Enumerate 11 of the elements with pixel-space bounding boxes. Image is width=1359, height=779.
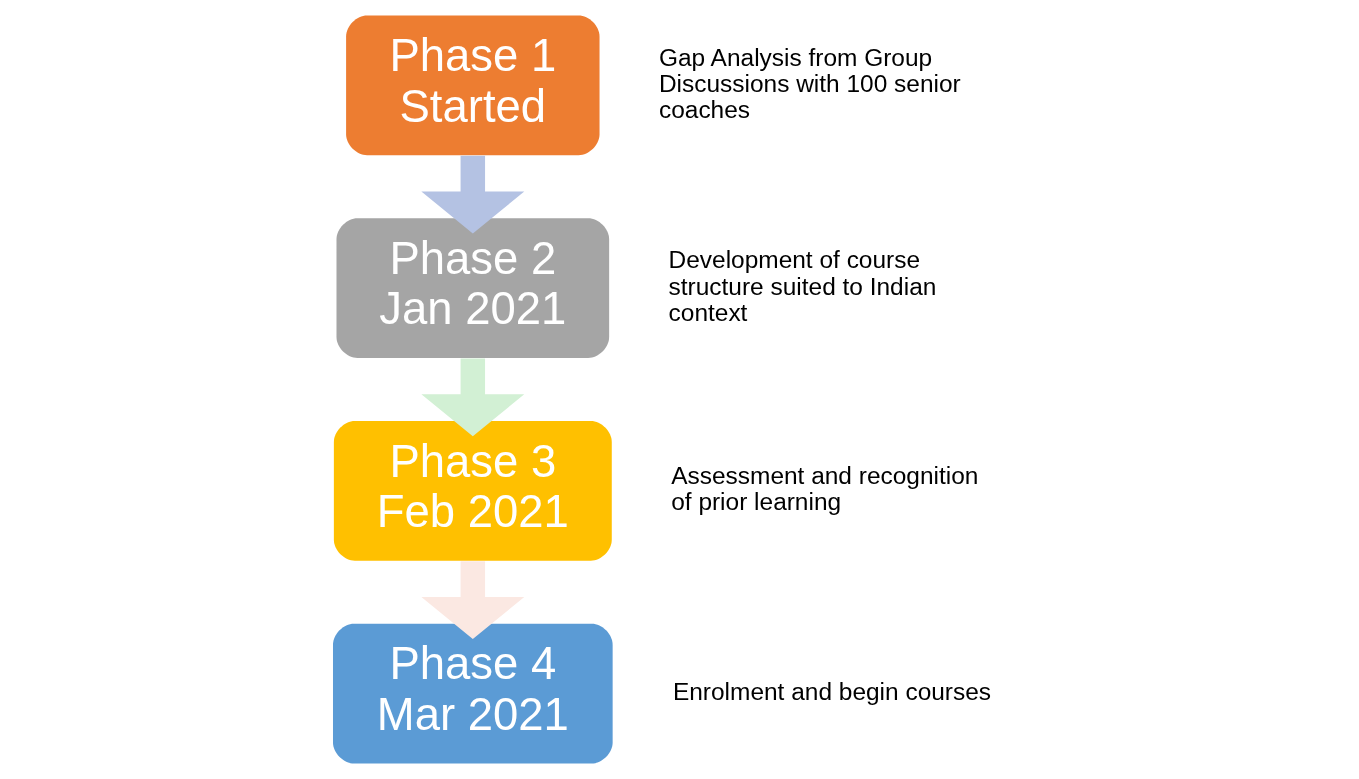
node-label: Enrolment and begin courses: [672, 678, 992, 706]
node-box: Phase 2 Jan 2021: [336, 218, 610, 359]
node-box: Phase 1 Started: [346, 15, 600, 156]
node-box: Phase 3 Feb 2021: [333, 420, 612, 561]
arrow: [421, 358, 525, 437]
node-box: Phase 4 Mar 2021: [333, 623, 613, 764]
node-label: Gap Analysis from Group Discussions with 100 senior coaches: [658, 43, 961, 124]
arrow: [421, 155, 525, 234]
arrow: [421, 561, 525, 639]
node-label: Development of course structure suited to Indian context: [668, 246, 937, 326]
node-label: Assessment and recognition of prior learning: [671, 462, 979, 516]
